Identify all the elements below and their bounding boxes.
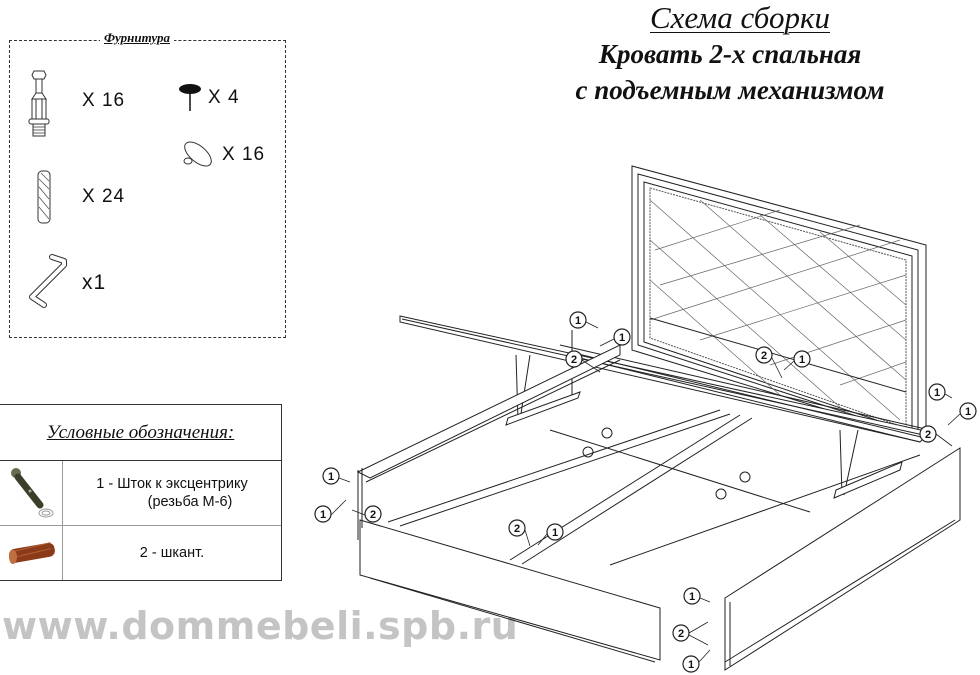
hardware-item-dowel: X 24 — [34, 169, 125, 225]
legend-label-rod-thread: (резьба М-6) — [147, 494, 233, 510]
page-title: Схема сборки — [650, 0, 830, 35]
svg-text:1: 1 — [328, 471, 334, 483]
watermark-url: www.dommebeli.spb.ru — [2, 604, 519, 648]
hardware-qty-cap-plug: X 16 — [222, 144, 266, 165]
hardware-item-hex-key: x1 — [22, 253, 106, 313]
hardware-qty-dowel: X 24 — [82, 186, 126, 207]
lift-mechanism-right — [833, 429, 903, 499]
svg-text:2: 2 — [571, 354, 577, 366]
eccentric-rod-icon — [11, 468, 54, 518]
svg-text:1: 1 — [689, 591, 695, 603]
dowel-icon — [37, 170, 51, 224]
hex-key-icon — [29, 254, 67, 308]
svg-text:2: 2 — [678, 628, 684, 640]
mounting-holes — [582, 427, 751, 500]
hardware-qty-eccentric-rod: X 16 — [82, 90, 126, 111]
svg-text:1: 1 — [320, 509, 326, 521]
svg-text:2: 2 — [370, 509, 376, 521]
dowel-icon — [9, 542, 55, 564]
hardware-item-cap-plug: X 16 — [180, 137, 265, 173]
svg-text:1: 1 — [688, 659, 694, 671]
page-subtitle-line1: Кровать 2-х спальная — [598, 39, 862, 69]
title-block: Схема сборки Кровать 2-х спальная с подъ… — [520, 0, 940, 108]
svg-text:1: 1 — [552, 527, 558, 539]
headboard — [631, 165, 927, 441]
svg-text:1: 1 — [799, 354, 805, 366]
legend-title: Условные обозначения: — [0, 405, 281, 461]
legend-text-cell: 2 - шкант. — [63, 526, 281, 580]
legend-row-eccentric-rod: 1 - Шток к эксцентрику (резьба М-6) — [0, 461, 281, 526]
nail-icon — [179, 84, 201, 111]
svg-text:2: 2 — [514, 523, 520, 535]
legend-row-dowel: 2 - шкант. — [0, 526, 281, 580]
legend-label-rod: 1 - Шток к эксцентрику — [96, 476, 248, 492]
svg-text:1: 1 — [575, 315, 581, 327]
hardware-item-eccentric-rod: X 16 — [24, 69, 125, 139]
svg-text:2: 2 — [761, 350, 767, 362]
page-subtitle-line2: с подъемным механизмом — [575, 75, 885, 105]
svg-text:1: 1 — [934, 387, 940, 399]
eccentric-rod-icon — [28, 70, 50, 137]
hardware-box: Фурнитура X 16 X 24 x1 — [9, 30, 286, 338]
legend-icon-cell — [0, 461, 63, 525]
svg-text:2: 2 — [925, 429, 931, 441]
hardware-qty-hex-key: x1 — [82, 271, 107, 294]
hardware-title: Фурнитура — [100, 30, 174, 46]
lift-platform — [399, 315, 932, 443]
legend-text-cell: 1 - Шток к эксцентрику (резьба М-6) — [63, 461, 281, 525]
legend-label-dowel: 2 - шкант. — [139, 545, 205, 561]
legend-table: Условные обозначения: 1 - Шток к эксцент… — [0, 404, 282, 581]
svg-text:1: 1 — [619, 332, 625, 344]
svg-text:1: 1 — [965, 406, 971, 418]
cap-plug-icon — [183, 141, 212, 167]
hardware-qty-nail: X 4 — [208, 87, 240, 108]
lift-mechanism-left — [505, 330, 581, 426]
hardware-item-nail: X 4 — [178, 83, 240, 113]
legend-icon-cell — [0, 526, 63, 580]
